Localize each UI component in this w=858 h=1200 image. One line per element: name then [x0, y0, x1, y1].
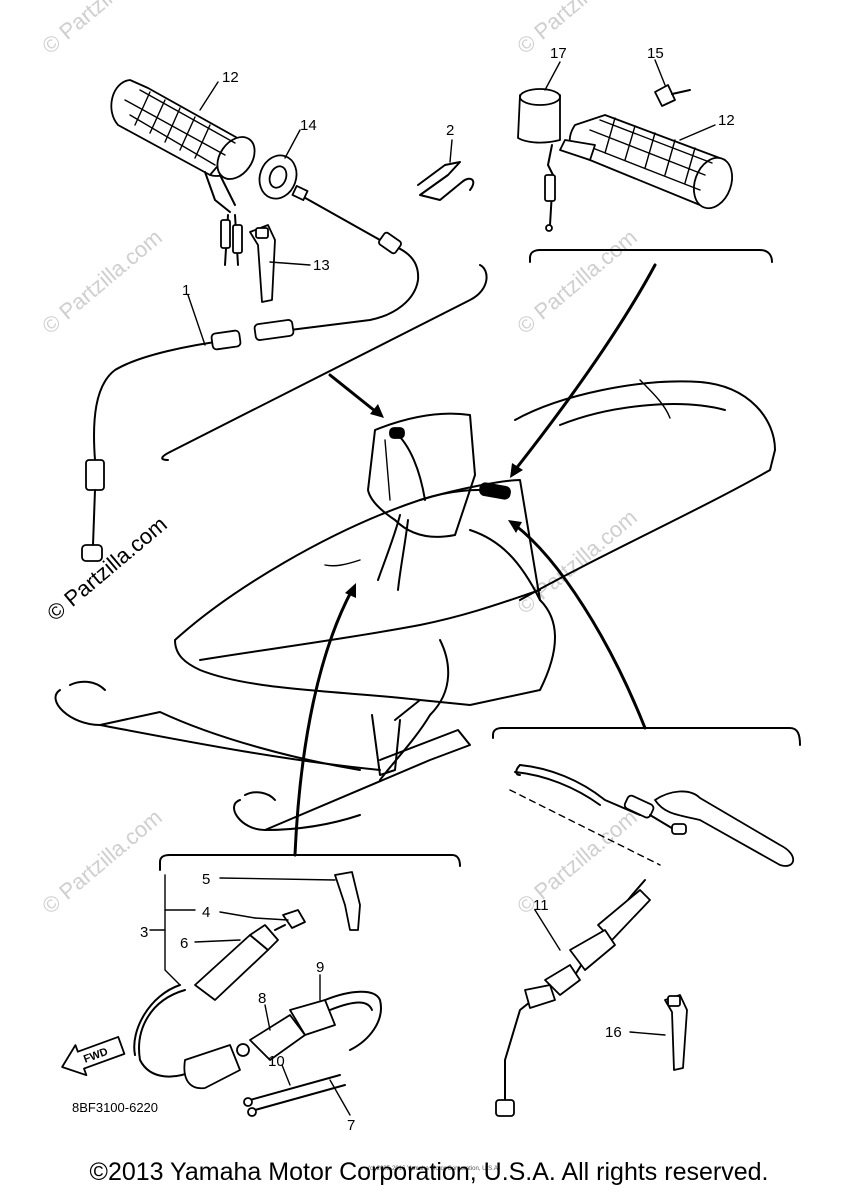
watermark: © Partzilla.com [512, 504, 642, 618]
callout-6: 6 [180, 935, 188, 952]
snowmobile-body [54, 379, 776, 831]
callout-12-right: 12 [718, 112, 735, 129]
part-grip-left [110, 79, 256, 266]
callout-15: 15 [647, 45, 664, 62]
part-switch-assembly [133, 871, 382, 1117]
callout-brackets [159, 249, 801, 871]
watermark: © Partzilla.com [37, 804, 167, 918]
callout-8: 8 [258, 990, 266, 1007]
watermark: © Partzilla.com [512, 0, 642, 59]
callout-13: 13 [313, 257, 330, 274]
callout-5: 5 [202, 871, 210, 888]
watermark: © Partzilla.com [512, 804, 642, 918]
callout-10: 10 [268, 1053, 285, 1070]
copyright-footer: ©2013 Yamaha Motor Corporation, U.S.A. A… [89, 1158, 769, 1186]
callout-17: 17 [550, 45, 567, 62]
watermark-dark: © Partzilla.com [42, 511, 172, 625]
callout-7: 7 [347, 1117, 355, 1134]
callout-14: 14 [300, 117, 317, 134]
part-grip-right [544, 114, 734, 232]
callout-12-left: 12 [222, 69, 239, 86]
part-screw [654, 84, 691, 107]
callout-labels: 12 14 2 13 1 17 15 12 5 4 3 6 9 8 10 7 1… [140, 45, 735, 1134]
fwd-arrow: FWD [61, 1036, 126, 1077]
part-grip-end [517, 88, 561, 144]
part-brake-cable [495, 764, 795, 1117]
callout-16: 16 [605, 1024, 622, 1041]
part-throttle-cable [81, 185, 420, 562]
watermark: © Partzilla.com [37, 0, 167, 59]
leader-lines [149, 59, 716, 1116]
callout-3: 3 [140, 924, 148, 941]
callout-4: 4 [202, 904, 210, 921]
part-tie-wrap-2 [664, 994, 688, 1071]
part-clip [417, 161, 475, 201]
watermark: © Partzilla.com [37, 224, 167, 338]
callout-9: 9 [316, 959, 324, 976]
fine-print: (c) 2005-2016 Yamaha Motor Corporation, … [368, 1166, 500, 1172]
callout-11: 11 [533, 897, 549, 914]
callout-2: 2 [446, 122, 454, 139]
callout-1: 1 [182, 282, 190, 299]
part-code: 8BF3100-6220 [72, 1100, 158, 1115]
part-tie-wrap [249, 224, 276, 303]
